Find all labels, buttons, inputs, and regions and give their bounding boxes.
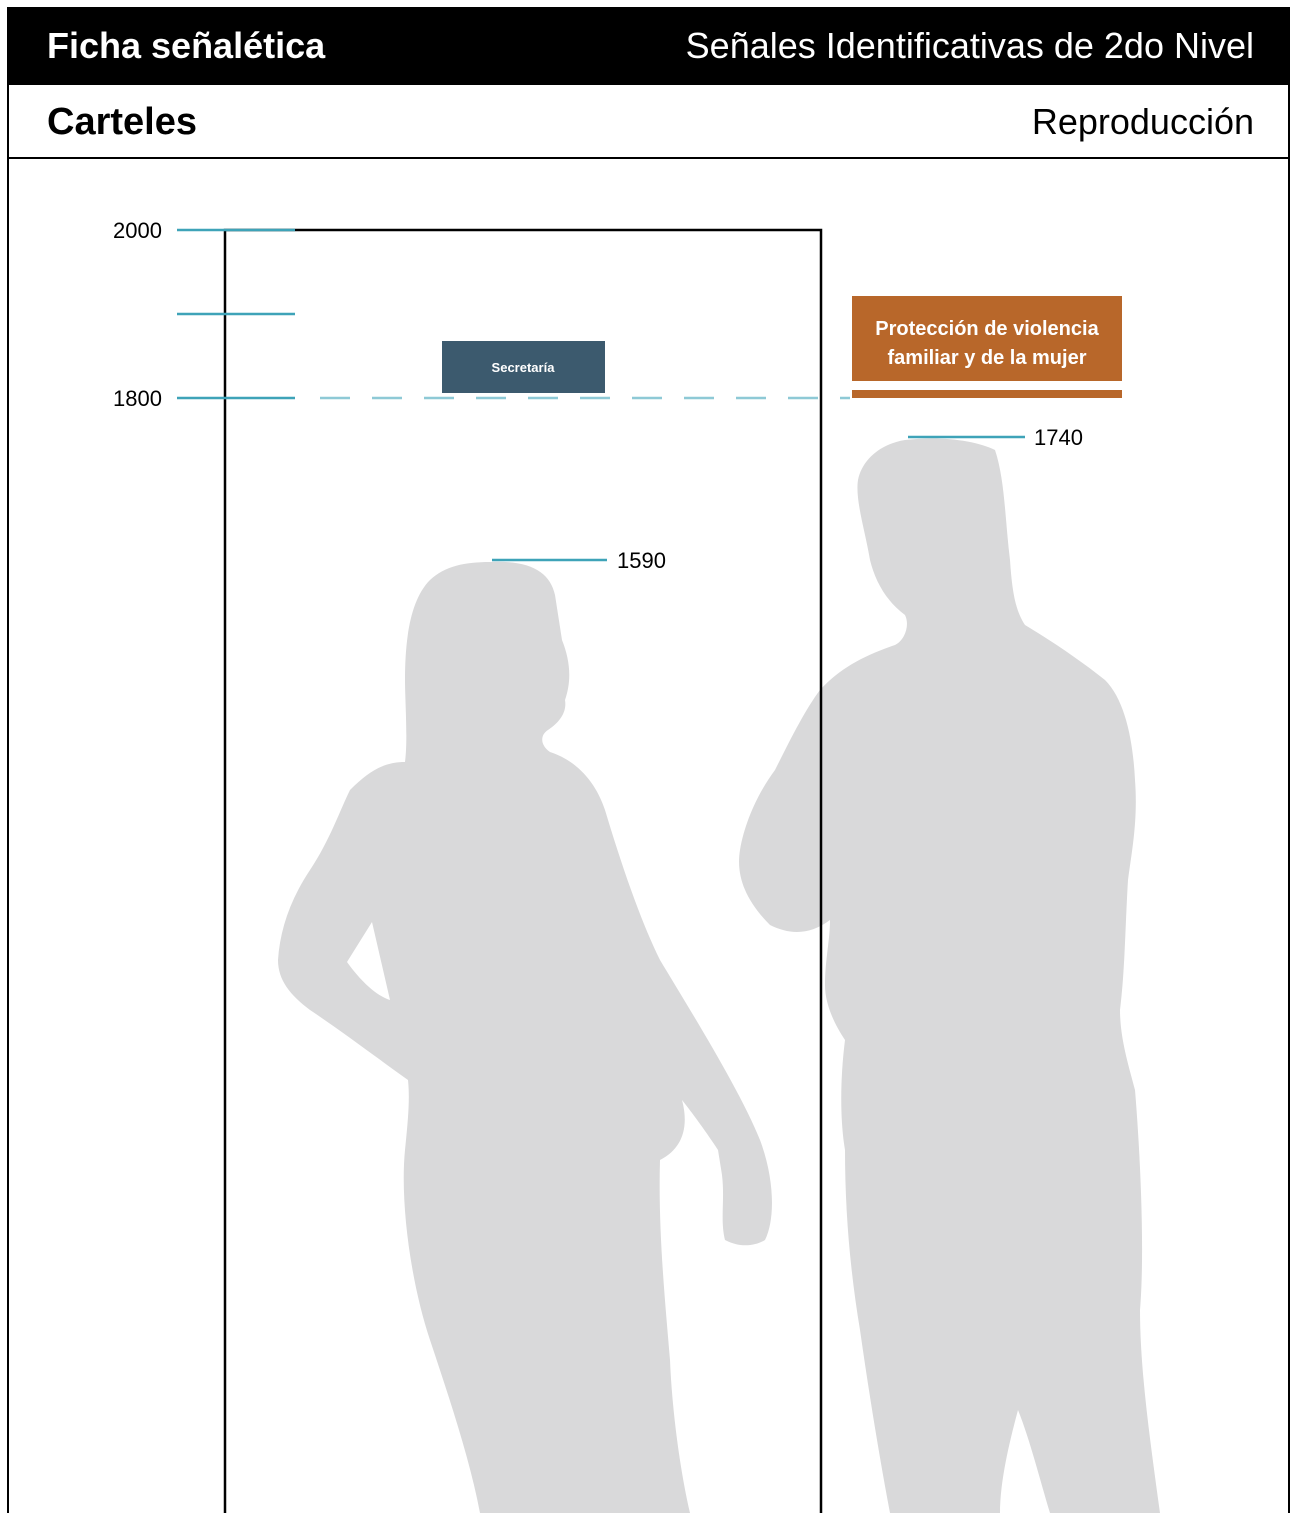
sign-proteccion-line2: familiar y de la mujer <box>888 347 1087 369</box>
sign-proteccion <box>852 296 1122 381</box>
signage-sheet: Ficha señalética Señales Identificativas… <box>7 7 1290 1513</box>
door-frame <box>223 228 823 1513</box>
sheet-title: Ficha señalética <box>47 25 326 66</box>
section-bar: Carteles Reproducción <box>9 85 1288 159</box>
sign-secretaria-text: Secretaría <box>492 360 556 375</box>
section-subtitle: Reproducción <box>1031 101 1254 142</box>
section-title: Carteles <box>47 101 197 143</box>
scale-label-1800: 1800 <box>113 386 162 411</box>
sheet-subtitle: Señales Identificativas de 2do Nivel <box>685 25 1254 66</box>
scale-label-2000: 2000 <box>113 218 162 243</box>
man-silhouette <box>739 438 1160 1513</box>
woman-height-label: 1590 <box>617 548 666 573</box>
woman-silhouette <box>278 561 772 1513</box>
man-height-label: 1740 <box>1034 425 1083 450</box>
header-bar: Ficha señalética Señales Identificativas… <box>9 9 1288 85</box>
sign-proteccion-strip <box>852 390 1122 398</box>
sign-proteccion-line1: Protección de violencia <box>875 318 1099 340</box>
sign-secretaria <box>442 341 605 393</box>
